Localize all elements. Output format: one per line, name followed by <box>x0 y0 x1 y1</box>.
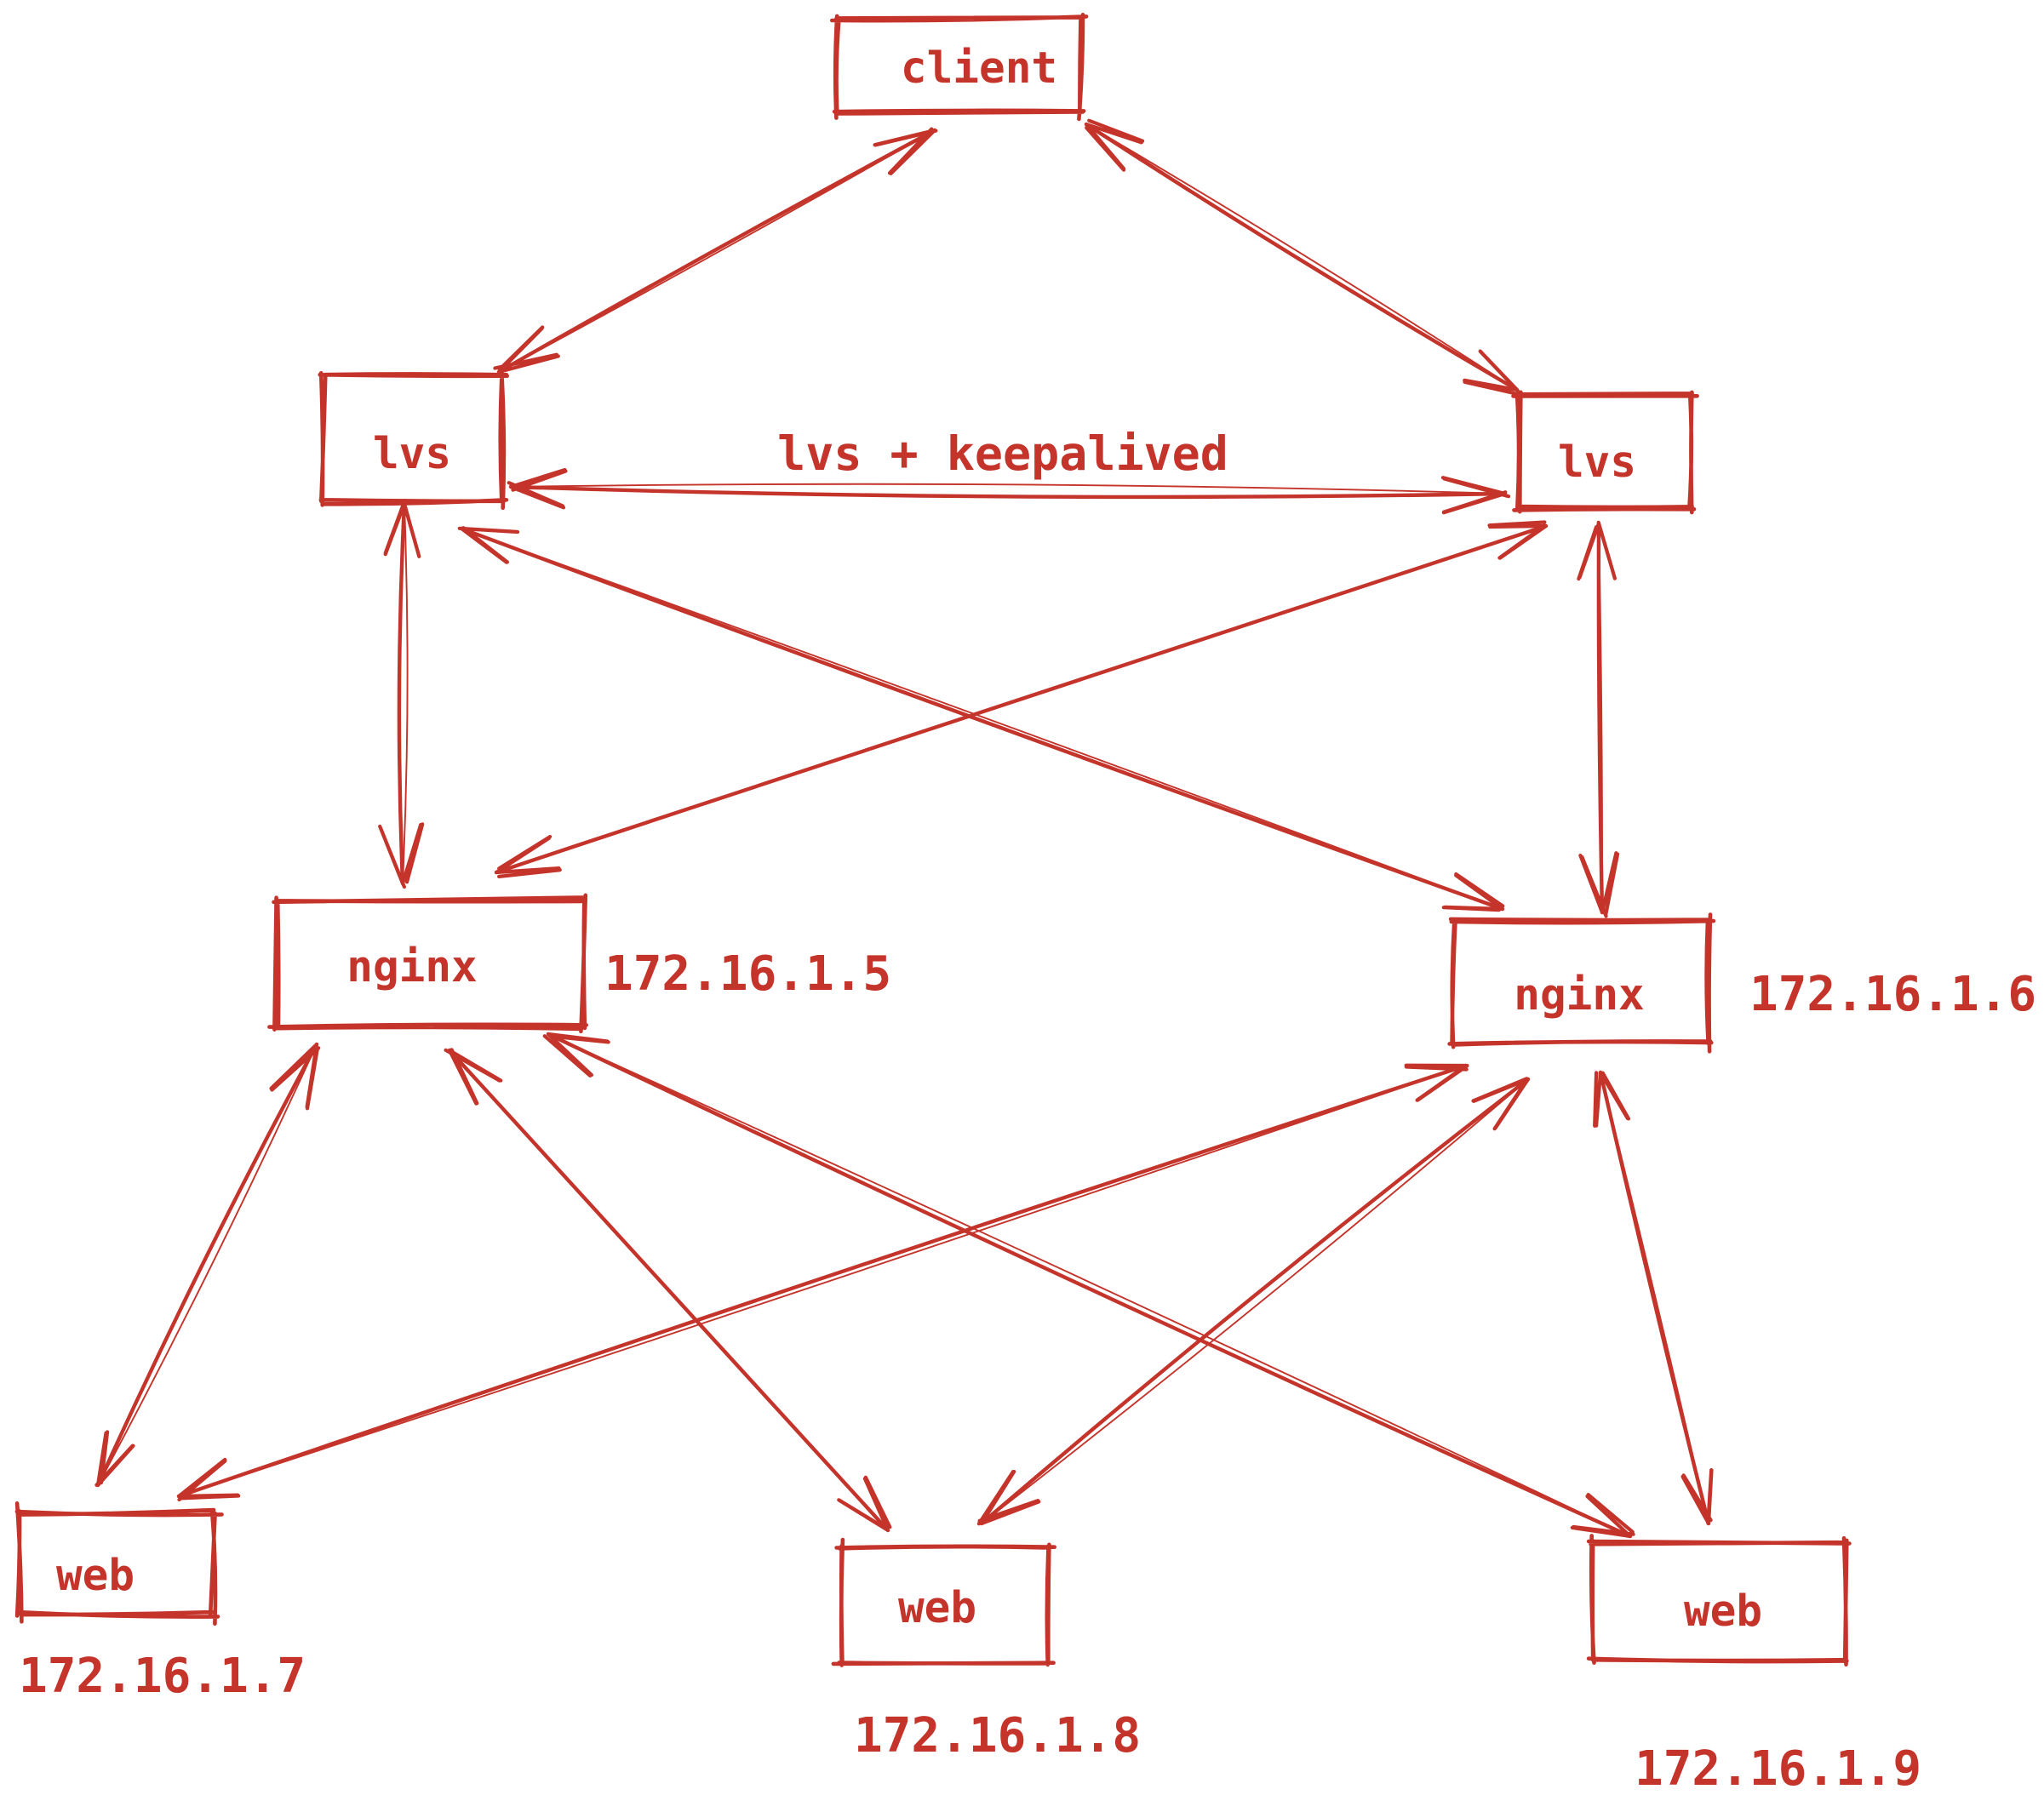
arrowhead <box>94 1430 135 1488</box>
edge-nginx-left-to-web-left <box>95 1042 319 1488</box>
node-box-nginx-right <box>1447 912 1716 1054</box>
edge-client-to-lvs-right <box>1084 122 1520 392</box>
arrowhead <box>493 325 560 374</box>
edge-echo-nginx-left-to-web-mid <box>449 1049 889 1531</box>
arrowhead <box>1441 872 1505 912</box>
arrowhead <box>1578 851 1620 918</box>
edge-lvs-left-to-lvs-right <box>508 484 1508 500</box>
node-label-web-mid: web <box>898 1583 976 1633</box>
arrowhead <box>1440 476 1511 515</box>
arrowhead <box>1680 1468 1714 1526</box>
edge-lvs-right-to-nginx-right <box>1596 521 1605 915</box>
node-box-lvs-right <box>1511 390 1699 515</box>
node-box-nginx-left <box>267 893 588 1034</box>
arrowhead <box>976 1469 1041 1526</box>
node-label-web-right: web <box>1684 1586 1762 1637</box>
edge-nginx-left-to-web-right <box>546 1032 1633 1539</box>
arrowhead <box>1593 1070 1631 1128</box>
arrowhead <box>1404 1063 1469 1102</box>
arrowhead <box>1487 520 1549 560</box>
edge-label-lvs-keepalived: lvs + keepalived <box>777 426 1228 481</box>
node-box-client <box>830 13 1089 122</box>
node-label-web-left: web <box>56 1551 135 1601</box>
arrowhead <box>378 822 425 889</box>
ip-label-nginx-right: 172.16.1.6 <box>1749 967 2036 1022</box>
edge-lvs-left-to-nginx-right <box>459 526 1505 912</box>
edge-nginx-right-to-web-right <box>1598 1070 1711 1526</box>
node-box-web-right <box>1586 1534 1852 1667</box>
arrowhead <box>542 1032 610 1078</box>
edge-echo-nginx-right-to-web-mid <box>981 1078 1529 1524</box>
arrowhead <box>1084 118 1145 172</box>
ip-label-web-right: 172.16.1.9 <box>1635 1741 1921 1795</box>
arrowhead <box>873 127 938 175</box>
edge-echo-nginx-left-to-web-right <box>547 1033 1631 1537</box>
arrowhead <box>494 834 562 878</box>
node-label-lvs-right: lvs <box>1558 437 1636 488</box>
arrowhead <box>444 1048 503 1106</box>
arrowhead <box>507 467 568 510</box>
arrowhead <box>1570 1493 1635 1539</box>
edge-echo-lvs-left-to-lvs-right <box>510 483 1506 494</box>
arrowhead <box>1463 349 1520 396</box>
edge-echo-lvs-left-to-nginx-right <box>461 528 1503 910</box>
node-label-client: client <box>901 43 1057 94</box>
ip-label-web-left: 172.16.1.7 <box>19 1649 306 1704</box>
edge-echo-lvs-left-to-nginx-left <box>402 503 409 884</box>
edge-echo-nginx-left-to-web-left <box>97 1043 318 1486</box>
edge-echo-nginx-right-to-web-right <box>1600 1072 1709 1524</box>
arrowhead <box>457 526 520 564</box>
node-box-web-left <box>14 1501 224 1626</box>
arrowhead <box>1471 1077 1531 1131</box>
edge-client-to-lvs-left <box>496 128 937 374</box>
edge-echo-lvs-right-to-nginx-left <box>495 525 1547 873</box>
node-label-nginx-left: nginx <box>346 942 478 992</box>
edge-echo-client-to-lvs-left <box>498 129 936 373</box>
node-label-lvs-left: lvs <box>373 429 451 479</box>
edge-lvs-left-to-nginx-left <box>397 501 407 886</box>
node-label-nginx-right: nginx <box>1514 970 1645 1020</box>
edge-echo-nginx-right-to-web-left <box>178 1065 1467 1497</box>
edge-nginx-right-to-web-left <box>176 1063 1469 1499</box>
edge-echo-lvs-right-to-nginx-right <box>1598 523 1603 913</box>
arrowhead <box>176 1457 241 1502</box>
arrowhead <box>837 1475 892 1533</box>
edge-echo-client-to-lvs-right <box>1085 123 1518 391</box>
arrowhead <box>269 1042 321 1111</box>
ip-label-web-mid: 172.16.1.8 <box>854 1708 1141 1764</box>
edge-nginx-right-to-web-mid <box>979 1077 1531 1526</box>
ip-label-nginx-left: 172.16.1.5 <box>604 946 891 1002</box>
arrowhead <box>383 499 421 558</box>
arrowhead <box>1577 520 1617 581</box>
node-box-lvs-left <box>318 369 509 511</box>
node-box-web-mid <box>831 1537 1056 1667</box>
